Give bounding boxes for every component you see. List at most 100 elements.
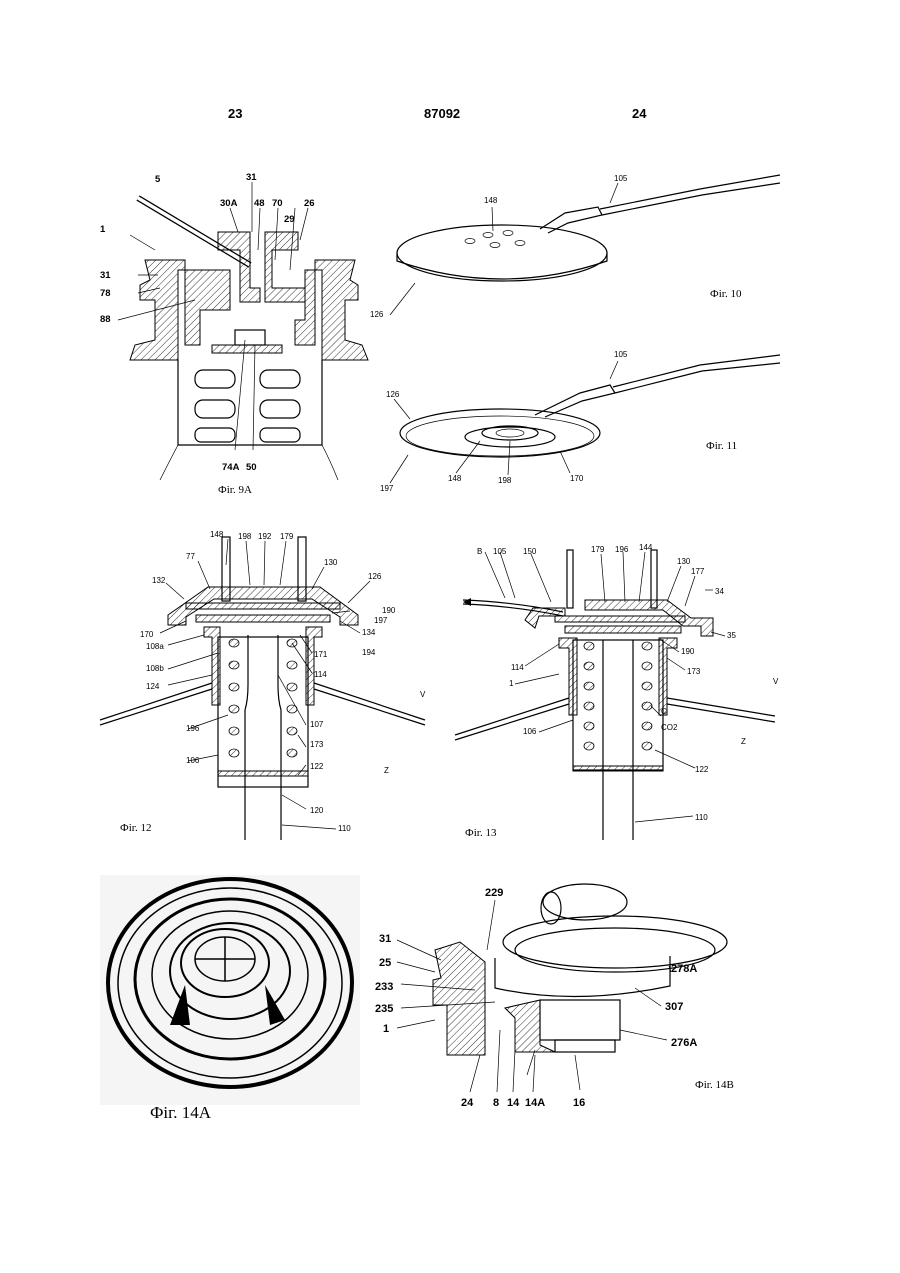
figure-9a: 5 31 30A 48 70 26 29 1 31 78 88 74A 50 Ф… [100, 160, 390, 505]
fig11-caption: Фіг. 11 [706, 440, 737, 452]
patent-number: 87092 [424, 106, 460, 121]
label-77: 77 [186, 552, 195, 561]
label-120: 120 [310, 806, 324, 815]
label-24: 24 [461, 1097, 474, 1109]
label-c: C [661, 707, 667, 716]
label-26: 26 [304, 198, 315, 209]
label-105: 105 [614, 350, 628, 359]
label-106: 106 [523, 727, 537, 736]
label-196: 196 [186, 724, 200, 733]
page-number-left: 23 [228, 106, 242, 121]
label-198: 198 [238, 532, 252, 541]
label-105: 105 [614, 174, 628, 183]
label-z: Z [741, 737, 746, 746]
label-198: 198 [498, 476, 512, 485]
label-1: 1 [509, 679, 514, 688]
label-110: 110 [338, 824, 351, 833]
label-31: 31 [100, 270, 111, 281]
figure-12: 148 198 192 179 77 130 126 132 190 170 1… [100, 525, 440, 850]
label-107: 107 [310, 720, 324, 729]
label-8: 8 [493, 1097, 499, 1109]
label-106: 106 [186, 756, 200, 765]
label-v: V [773, 677, 779, 686]
label-179: 179 [280, 532, 294, 541]
label-105: 105 [493, 547, 507, 556]
label-190: 190 [382, 606, 396, 615]
label-233: 233 [375, 981, 393, 993]
label-192: 192 [258, 532, 272, 541]
label-74a: 74A [222, 462, 240, 473]
label-50: 50 [246, 462, 257, 473]
label-108b: 108b [146, 664, 164, 673]
fig13-caption: Фіг. 13 [465, 827, 497, 839]
label-177: 177 [691, 567, 705, 576]
label-122: 122 [695, 765, 709, 774]
label-148: 148 [210, 530, 224, 539]
label-29: 29 [284, 214, 295, 225]
figure-14a: Фіг. 14A [100, 875, 360, 1125]
label-co2: CO2 [661, 723, 678, 732]
label-173: 173 [687, 667, 701, 676]
label-124: 124 [146, 682, 160, 691]
label-114: 114 [511, 663, 524, 672]
label-196: 196 [615, 545, 629, 554]
label-14: 14 [507, 1097, 520, 1109]
label-31: 31 [379, 933, 391, 945]
label-132: 132 [152, 576, 166, 585]
label-278a: 278A [671, 963, 697, 975]
label-276a: 276A [671, 1037, 697, 1049]
label-126: 126 [368, 572, 382, 581]
label-1: 1 [100, 224, 106, 235]
label-190: 190 [681, 647, 695, 656]
label-31-top: 31 [246, 172, 257, 183]
label-5: 5 [155, 174, 161, 185]
page-number-right: 24 [632, 106, 646, 121]
label-197: 197 [380, 484, 394, 493]
label-30a: 30A [220, 198, 238, 209]
label-307: 307 [665, 1001, 683, 1013]
label-z: Z [384, 766, 389, 775]
label-35: 35 [727, 631, 736, 640]
label-171: 171 [314, 650, 328, 659]
fig14a-caption: Фіг. 14A [150, 1103, 212, 1122]
label-1: 1 [383, 1023, 389, 1035]
label-108a: 108a [146, 642, 164, 651]
label-16: 16 [573, 1097, 585, 1109]
label-144: 144 [639, 543, 653, 552]
label-110: 110 [695, 813, 708, 822]
label-179: 179 [591, 545, 605, 554]
label-25: 25 [379, 957, 391, 969]
label-b: B [477, 547, 482, 556]
label-229: 229 [485, 887, 503, 899]
label-134: 134 [362, 628, 376, 637]
label-48: 48 [254, 198, 265, 209]
label-126: 126 [386, 390, 400, 399]
label-150: 150 [523, 547, 537, 556]
label-197: 197 [374, 616, 388, 625]
label-v: V [420, 690, 426, 699]
label-130: 130 [324, 558, 338, 567]
label-88: 88 [100, 314, 111, 325]
label-114: 114 [314, 670, 327, 679]
label-170: 170 [570, 474, 584, 483]
label-70: 70 [272, 198, 283, 209]
label-173: 173 [310, 740, 324, 749]
figure-11: 105 126 197 148 198 170 Фіг. 11 [370, 345, 790, 495]
fig10-caption: Фіг. 10 [710, 288, 742, 300]
label-78: 78 [100, 288, 111, 299]
label-130: 130 [677, 557, 691, 566]
fig12-caption: Фіг. 12 [120, 822, 152, 834]
figure-14b: 229 31 25 233 278A 235 307 1 276A 24 8 1… [375, 880, 795, 1130]
label-235: 235 [375, 1003, 393, 1015]
label-148: 148 [448, 474, 462, 483]
figure-10: 148 105 126 Фіг. 10 [370, 165, 790, 325]
figure-13: B 105 150 179 196 144 130 177 34 35 114 … [455, 540, 785, 850]
label-170: 170 [140, 630, 154, 639]
label-122: 122 [310, 762, 324, 771]
label-34: 34 [715, 587, 724, 596]
fig9a-caption: Фіг. 9A [218, 484, 252, 496]
label-194: 194 [362, 648, 376, 657]
label-148: 148 [484, 196, 498, 205]
label-14a: 14A [525, 1097, 545, 1109]
fig14b-caption: Фіг. 14B [695, 1079, 734, 1091]
